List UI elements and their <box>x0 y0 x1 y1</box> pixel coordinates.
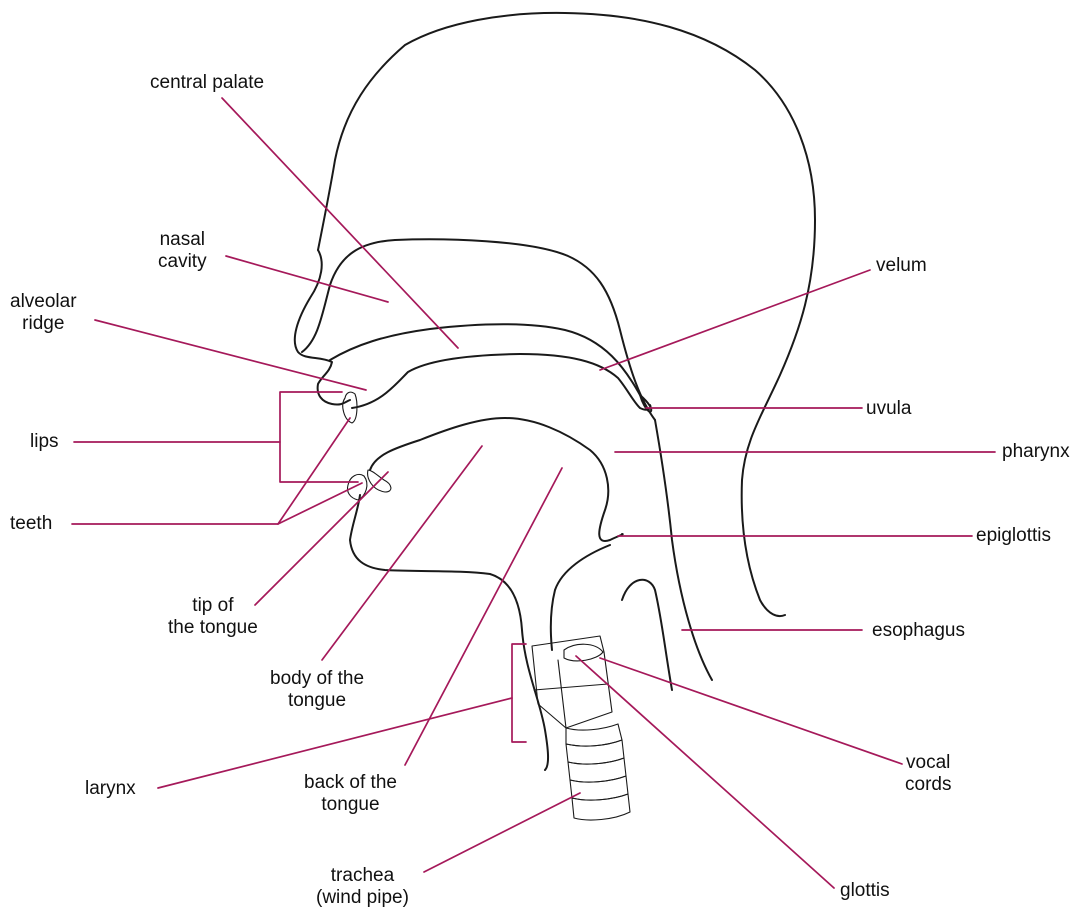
leader-teeth-lower <box>278 483 362 524</box>
leader-vocal-cords <box>600 658 902 764</box>
pharynx-and-esophagus-outline <box>551 420 712 690</box>
vocal-cords-shape <box>564 644 603 661</box>
bracket-larynx <box>512 644 526 742</box>
leader-velum <box>600 270 870 370</box>
label-central-palate: central palate <box>150 72 264 94</box>
leader-body-of-tongue <box>322 446 482 660</box>
leader-nasal-cavity <box>226 256 388 302</box>
leader-tip-of-tongue <box>255 472 388 605</box>
thyroid-cartilage <box>532 636 612 728</box>
leader-lines <box>72 98 995 888</box>
label-vocal-cords: vocal cords <box>905 752 951 796</box>
label-teeth: teeth <box>10 513 52 535</box>
label-larynx: larynx <box>85 778 136 800</box>
label-alveolar-ridge: alveolar ridge <box>10 291 77 335</box>
label-velum: velum <box>876 255 927 277</box>
label-body-of-tongue: body of the tongue <box>270 668 364 712</box>
nasal-cavity-outline <box>302 239 655 420</box>
label-trachea: trachea (wind pipe) <box>316 865 409 909</box>
label-pharynx: pharynx <box>1002 441 1070 463</box>
leader-central-palate <box>222 98 458 348</box>
label-nasal-cavity: nasal cavity <box>158 229 207 273</box>
head-outline <box>295 13 815 616</box>
label-esophagus: esophagus <box>872 620 965 642</box>
leader-alveolar-ridge <box>95 320 366 390</box>
upper-lip-and-palate <box>343 354 651 423</box>
bracket-lips <box>280 392 358 482</box>
leader-back-of-tongue <box>405 468 562 765</box>
leader-glottis <box>576 656 834 888</box>
label-tip-of-tongue: tip of the tongue <box>168 595 258 639</box>
leader-trachea <box>424 793 580 872</box>
label-lips: lips <box>30 431 59 453</box>
label-back-of-tongue: back of the tongue <box>304 772 397 816</box>
label-uvula: uvula <box>866 398 911 420</box>
tongue-and-jaw-outline <box>347 418 622 770</box>
label-glottis: glottis <box>840 880 890 902</box>
label-epiglottis: epiglottis <box>976 525 1051 547</box>
leader-teeth-upper <box>278 418 350 524</box>
